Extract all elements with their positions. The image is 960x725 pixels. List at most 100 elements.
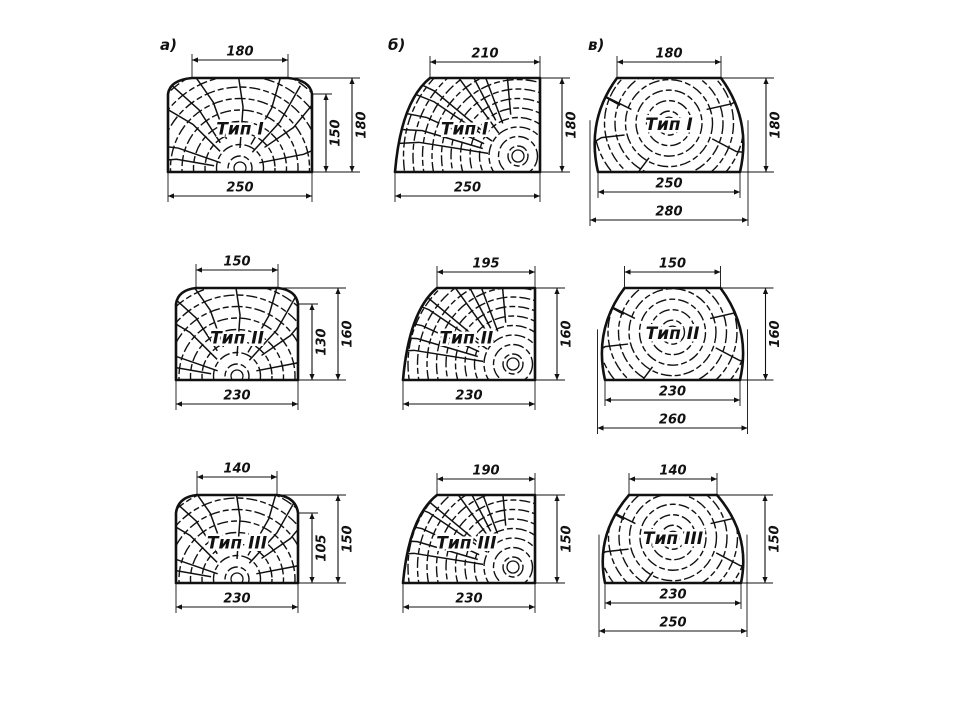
arrow-head	[529, 269, 535, 275]
arrow-head	[309, 513, 315, 519]
radial-crack	[247, 495, 282, 556]
arrow-head	[734, 189, 740, 195]
arrow-head	[741, 425, 748, 431]
radial-crack	[715, 552, 744, 570]
arrow-head	[763, 166, 769, 172]
radial-crack	[176, 569, 212, 578]
arrow-head	[292, 401, 298, 407]
growth-ring	[407, 495, 535, 583]
growth-ring	[176, 305, 298, 380]
growth-ring	[469, 107, 540, 172]
arrow-head	[335, 495, 341, 501]
radial-crack	[479, 495, 507, 526]
arrow-head	[534, 193, 540, 199]
growth-ring	[639, 503, 707, 571]
growth-ring	[178, 317, 296, 380]
side-height-dimension: 105	[309, 513, 330, 583]
radial-crack	[248, 496, 298, 564]
total-height-dimension: 160	[762, 288, 783, 380]
group-label-a: а)	[160, 36, 177, 54]
bottom-width-dimension: 230	[403, 592, 535, 610]
growth-ring	[459, 97, 540, 172]
bottom-width-dimension: 230	[403, 389, 535, 407]
radial-crack	[404, 288, 495, 342]
growth-ring	[227, 155, 253, 172]
arrow-head	[534, 59, 540, 65]
arrow-head	[176, 604, 182, 610]
radial-crack	[634, 78, 655, 81]
dimension-value: 280	[655, 205, 682, 220]
radial-crack	[706, 88, 744, 111]
radial-crack	[395, 104, 485, 145]
arrow-head	[762, 495, 768, 501]
top-width-dimension: 195	[437, 257, 535, 275]
bottom-width-dimension: 230	[176, 389, 298, 407]
growth-ring	[464, 518, 535, 583]
radial-crack	[435, 288, 499, 332]
growth-ring	[201, 543, 273, 583]
dimension-value: 160	[560, 320, 575, 347]
growth-ring	[497, 135, 539, 172]
arrow-head	[715, 59, 721, 65]
arrow-head	[714, 269, 721, 275]
growth-ring	[649, 308, 696, 356]
dimension-value: 250	[454, 181, 481, 196]
radial-crack	[624, 571, 654, 583]
arrow-head	[605, 397, 611, 403]
arrow-head	[323, 94, 329, 100]
growth-ring	[603, 78, 735, 172]
dimension-value: 230	[455, 592, 482, 607]
growth-ring	[492, 343, 534, 380]
arrow-head	[734, 397, 740, 403]
dimension-value: 150	[329, 119, 344, 146]
growth-ring	[224, 363, 250, 380]
growth-ring	[445, 499, 535, 583]
radial-crack	[484, 78, 512, 115]
radial-crack	[264, 99, 312, 149]
radial-crack	[256, 546, 298, 575]
pith-mark	[506, 560, 520, 574]
growth-ring	[431, 78, 540, 172]
arrow-head	[272, 267, 278, 273]
section-type-label: Тип I	[441, 120, 489, 140]
radial-crack	[176, 312, 218, 360]
dimension-value: 160	[768, 320, 783, 347]
radial-crack	[168, 141, 221, 164]
growth-ring	[416, 495, 535, 583]
growth-ring	[638, 298, 707, 366]
radial-crack	[418, 495, 492, 532]
bottom-width-dimension: 230	[605, 588, 741, 606]
radial-crack	[624, 366, 654, 380]
arrow-head	[529, 401, 535, 407]
radial-crack	[189, 78, 228, 140]
arrow-head	[309, 304, 315, 310]
top-width-dimension: 140	[629, 464, 717, 482]
growth-ring	[617, 288, 728, 380]
growth-ring	[507, 145, 529, 167]
growth-ring	[659, 319, 686, 345]
growth-ring	[607, 495, 739, 583]
radial-crack	[233, 495, 241, 560]
growth-ring	[176, 508, 298, 583]
arrow-head	[554, 577, 560, 583]
pith-mark	[662, 116, 676, 130]
arrow-head	[711, 476, 717, 482]
growth-ring	[649, 514, 697, 561]
arrow-head	[762, 288, 769, 294]
radial-crack	[690, 381, 706, 418]
growth-ring	[502, 556, 524, 578]
section-type-label: Тип I	[645, 115, 693, 135]
radial-crack	[403, 515, 480, 556]
dimension-value: 180	[655, 47, 682, 62]
total-height-dimension: 150	[554, 495, 575, 583]
dimension-value: 140	[659, 464, 686, 479]
arrow-head	[176, 401, 182, 407]
arrow-head	[762, 374, 769, 380]
arrow-head	[282, 57, 288, 63]
top-width-dimension: 190	[437, 464, 535, 482]
arrow-head	[598, 189, 604, 195]
dimension-value: 250	[655, 177, 682, 192]
arrow-head	[306, 193, 312, 199]
